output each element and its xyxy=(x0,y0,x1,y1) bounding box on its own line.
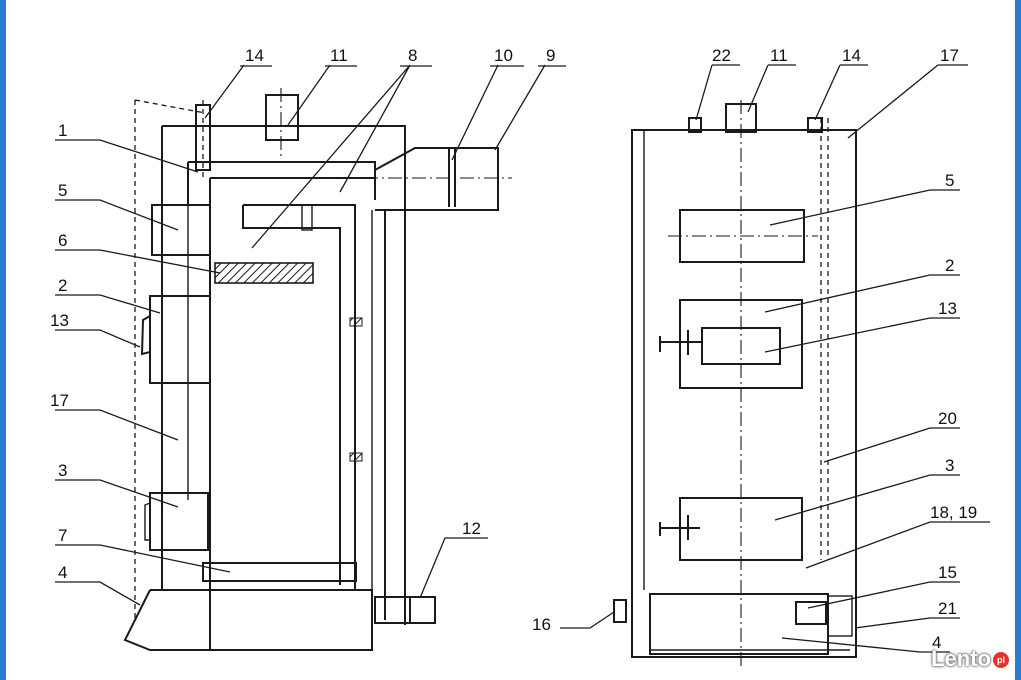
grate xyxy=(202,562,357,582)
leader-4r xyxy=(781,637,950,653)
label-right-17: 17 xyxy=(940,46,959,65)
callout-labels: 14 11 8 10 9 1 5 6 2 13 17 3 7 4 12 22 1… xyxy=(50,46,977,652)
label-right-13: 13 xyxy=(938,299,957,318)
label-left-1: 1 xyxy=(58,121,67,140)
label-left-17: 17 xyxy=(50,391,69,410)
leader-5 xyxy=(55,199,179,231)
hatched-insulation xyxy=(214,262,314,284)
label-right-4: 4 xyxy=(932,633,941,652)
label-right-16: 16 xyxy=(532,615,551,634)
watermark-text: Lento xyxy=(931,646,991,671)
ash-door xyxy=(149,492,209,551)
left-edge-band xyxy=(0,0,6,680)
label-right-2: 2 xyxy=(945,256,954,275)
label-left-13: 13 xyxy=(50,311,69,330)
front-bracket-16 xyxy=(613,599,627,623)
leader-2 xyxy=(55,294,161,314)
label-left-5: 5 xyxy=(58,181,67,200)
label-left-6: 6 xyxy=(58,231,67,250)
label-right-5: 5 xyxy=(945,171,954,190)
label-left-8: 8 xyxy=(408,46,417,65)
label-left-10: 10 xyxy=(494,46,513,65)
leader-11r xyxy=(747,64,796,113)
label-left-3: 3 xyxy=(58,461,67,480)
front-fitting-14 xyxy=(807,117,823,133)
loading-door xyxy=(149,295,211,384)
front-view xyxy=(560,64,990,670)
water-jacket-top xyxy=(187,161,376,205)
leader-3r xyxy=(774,474,960,521)
leader-12 xyxy=(419,537,488,599)
baffle-fitting xyxy=(301,204,313,231)
outer-casing xyxy=(162,125,406,625)
rear-wall-inner xyxy=(375,209,386,620)
return-pipe-nozzle xyxy=(409,596,436,624)
label-right-15: 15 xyxy=(938,563,957,582)
label-left-11: 11 xyxy=(330,46,348,65)
leader-7 xyxy=(55,544,231,573)
flue-baffle xyxy=(242,204,356,590)
upper-cleaning-door xyxy=(151,204,211,256)
supply-pipe xyxy=(265,94,299,141)
front-supply-pipe xyxy=(725,103,757,133)
label-left-14: 14 xyxy=(245,46,264,65)
label-left-7: 7 xyxy=(58,526,67,545)
jacket-weld-2 xyxy=(349,452,363,462)
leader-2r xyxy=(764,274,960,313)
leader-20r xyxy=(823,427,960,463)
label-right-3: 3 xyxy=(945,456,954,475)
front-side-panel xyxy=(827,595,853,637)
leader-14r xyxy=(814,64,868,121)
envelope-dashed-line xyxy=(134,99,206,620)
label-right-18-19: 18, 19 xyxy=(930,503,977,522)
leader-14 xyxy=(204,64,245,119)
leader-17r xyxy=(847,64,968,139)
label-right-20: 20 xyxy=(938,409,957,428)
ash-box xyxy=(123,589,373,651)
side-section-view xyxy=(55,64,566,651)
leader-22 xyxy=(695,64,740,121)
label-right-11: 11 xyxy=(770,46,788,65)
leader-18-19r xyxy=(805,521,990,569)
watermark-badge: pl xyxy=(993,652,1009,669)
leader-1 xyxy=(55,139,199,173)
leader-5r xyxy=(769,189,960,226)
label-right-22: 22 xyxy=(712,46,731,65)
front-air-damper xyxy=(795,601,827,625)
ash-door-handle xyxy=(144,501,151,541)
leader-8 xyxy=(251,64,411,249)
door-handle-13 xyxy=(140,314,151,356)
jacket-weld-1 xyxy=(349,317,363,327)
label-right-21: 21 xyxy=(938,599,957,618)
front-body xyxy=(631,129,857,658)
leader-21r xyxy=(854,617,960,629)
label-left-4: 4 xyxy=(58,563,67,582)
leader-10 xyxy=(451,64,499,161)
label-left-12: 12 xyxy=(462,519,481,538)
leader-3 xyxy=(55,479,179,508)
chimney-flue-outlet xyxy=(374,147,499,211)
leader-17 xyxy=(55,409,179,441)
label-left-2: 2 xyxy=(58,276,67,295)
leader-13r xyxy=(764,317,960,353)
leader-11 xyxy=(287,64,331,126)
leader-15r xyxy=(807,581,960,609)
label-left-9: 9 xyxy=(546,46,555,65)
leader-13 xyxy=(55,329,141,348)
leader-6 xyxy=(55,249,221,274)
leader-16r xyxy=(560,611,615,629)
label-right-14: 14 xyxy=(842,46,861,65)
leader-4 xyxy=(55,581,141,606)
front-loading-handle xyxy=(659,330,702,355)
leader-9 xyxy=(494,64,546,151)
front-fitting-22 xyxy=(688,117,702,133)
front-loading-door-panel xyxy=(701,327,781,365)
right-edge-band xyxy=(1015,0,1021,680)
front-ash-handle xyxy=(659,515,700,540)
